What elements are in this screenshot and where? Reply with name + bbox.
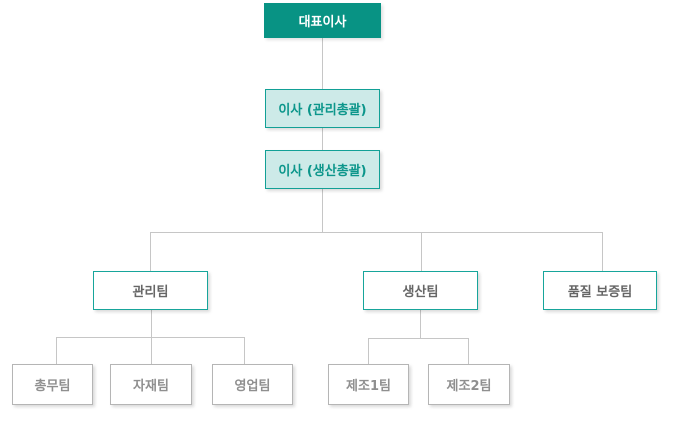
- connector-admin-subteams-horizontal: [56, 337, 244, 338]
- connector-to-sales-team: [244, 337, 245, 364]
- connector-to-manufacturing-team-2: [468, 338, 469, 364]
- connector-level3-horizontal: [150, 232, 603, 233]
- connector-to-admin-team: [150, 232, 151, 271]
- org-node-admin-team: 관리팀: [93, 271, 208, 310]
- org-node-general-affairs-team: 총무팀: [12, 364, 93, 405]
- connector-to-materials-team: [151, 337, 152, 364]
- org-node-manufacturing-team-1: 제조1팀: [328, 364, 409, 405]
- org-node-ceo: 대표이사: [264, 3, 381, 38]
- connector-production-subteams-horizontal: [368, 338, 468, 339]
- connector-admin-team-down: [151, 310, 152, 337]
- connector-to-general-affairs-team: [56, 337, 57, 364]
- org-node-sales-team: 영업팀: [212, 364, 293, 405]
- org-node-production-team: 생산팀: [363, 271, 478, 310]
- connector-to-production-team: [421, 232, 422, 271]
- connector-to-manufacturing-team-1: [368, 338, 369, 364]
- connector-to-qa-team: [602, 232, 603, 271]
- connector-director-production-down: [322, 189, 323, 233]
- connector-ceo-to-director-admin: [322, 38, 323, 89]
- org-node-director-production: 이사 (생산총괄): [265, 150, 380, 189]
- connector-director-admin-to-director-production: [322, 128, 323, 151]
- connector-production-team-down: [420, 310, 421, 338]
- org-node-manufacturing-team-2: 제조2팀: [428, 364, 510, 405]
- org-node-director-admin: 이사 (관리총괄): [265, 89, 380, 128]
- org-node-qa-team: 품질 보증팀: [543, 271, 657, 310]
- org-node-materials-team: 자재팀: [110, 364, 192, 405]
